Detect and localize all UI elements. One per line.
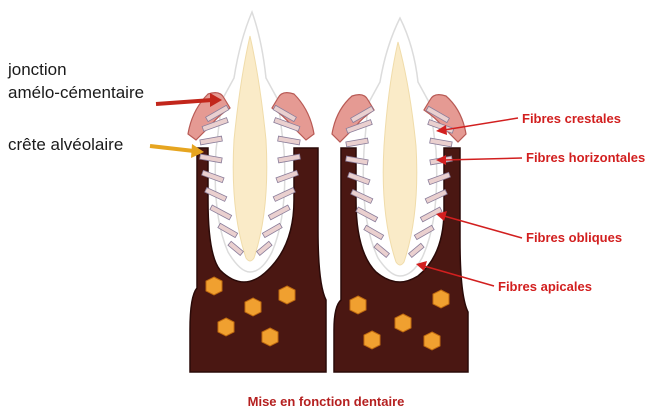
right-tooth-unit <box>332 18 468 372</box>
figure-caption: Mise en fonction dentaire <box>248 394 405 409</box>
marrow-space <box>262 328 278 346</box>
marrow-space <box>395 314 411 332</box>
marrow-space <box>364 331 380 349</box>
alveolar-crest-label: crête alvéolaire <box>8 135 123 154</box>
marrow-space <box>218 318 234 336</box>
left-tooth-unit <box>188 12 326 372</box>
fibres-horizontales-label: Fibres horizontales <box>526 150 645 165</box>
marrow-space <box>424 332 440 350</box>
fibres-obliques-label: Fibres obliques <box>526 230 622 245</box>
marrow-space <box>206 277 222 295</box>
junction-label-line2: amélo-cémentaire <box>8 83 144 102</box>
fibres-apicales-label: Fibres apicales <box>498 279 592 294</box>
junction-label-line1: jonction <box>7 60 67 79</box>
marrow-space <box>433 290 449 308</box>
marrow-space <box>245 298 261 316</box>
marrow-space <box>279 286 295 304</box>
fibres-crestales-label: Fibres crestales <box>522 111 621 126</box>
alveolar-crest-arrow <box>150 146 194 151</box>
marrow-space <box>350 296 366 314</box>
